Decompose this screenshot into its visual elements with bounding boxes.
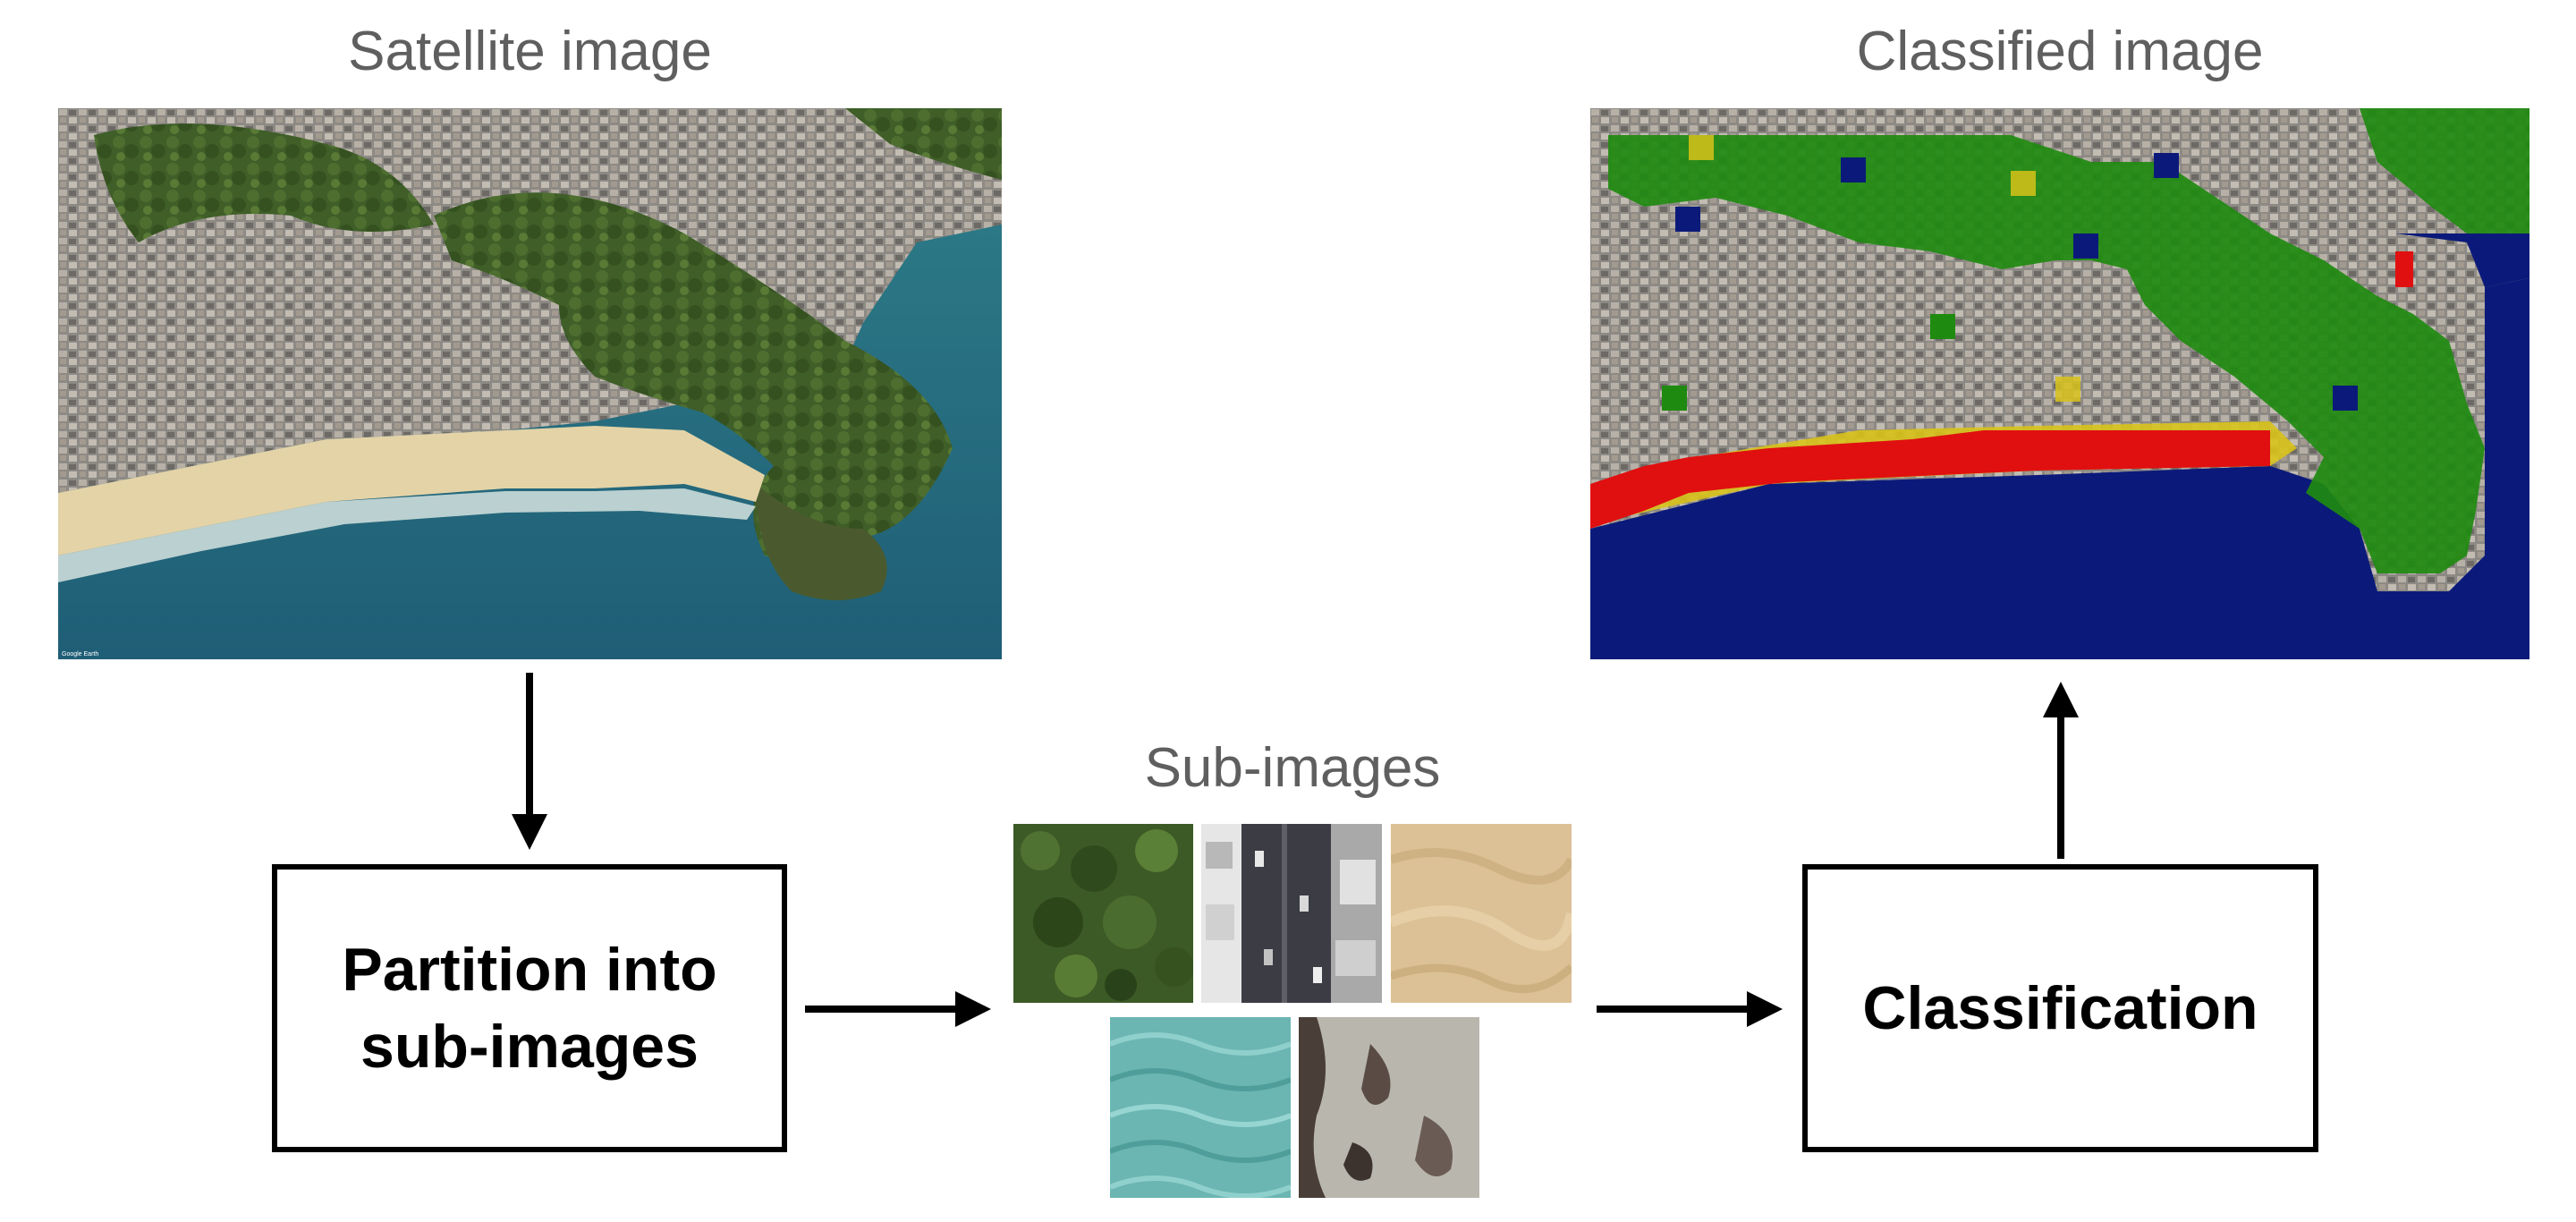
classified-image-title: Classified image <box>1856 21 2264 82</box>
classification-box: Classification <box>1802 864 2318 1152</box>
satellite-image-title: Satellite image <box>348 21 712 82</box>
classified-image <box>1590 108 2529 659</box>
sub-image-sand <box>1391 824 1572 1003</box>
partition-box: Partition into sub-images <box>272 864 787 1152</box>
arrow-subimages-to-classification <box>1597 991 1783 1027</box>
sub-images-title: Sub-images <box>1144 737 1441 799</box>
sub-image-water <box>1110 1017 1291 1198</box>
arrow-up-to-classified <box>2043 682 2079 859</box>
sub-image-vegetation <box>1013 824 1193 1003</box>
arrow-down-to-partition <box>512 673 547 850</box>
classification-box-label: Classification <box>1862 974 2258 1042</box>
satellite-image: Google Earth <box>58 108 1002 659</box>
arrow-partition-to-subimages <box>805 991 991 1027</box>
sub-image-rock <box>1299 1017 1479 1198</box>
partition-box-label: Partition into sub-images <box>342 936 717 1081</box>
sub-image-urban-street <box>1201 824 1382 1003</box>
image-credit: Google Earth <box>62 651 98 658</box>
